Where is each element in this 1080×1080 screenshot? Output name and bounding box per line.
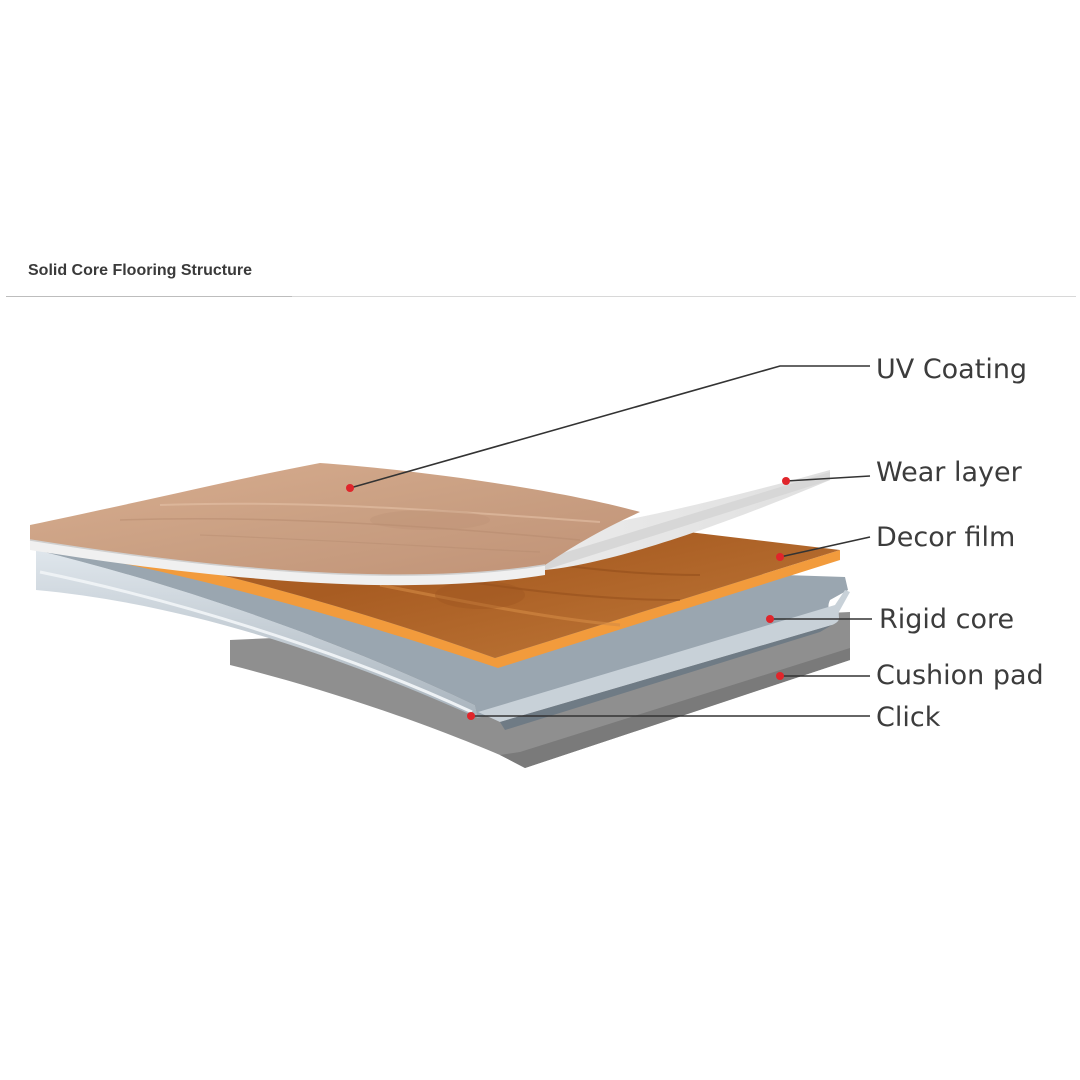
marker-dots [346, 477, 790, 720]
uv-coating-layer [29, 463, 640, 586]
marker-dot-click [467, 712, 475, 720]
marker-dot-cushion-pad [776, 672, 784, 680]
label-uv-coating: UV Coating [876, 354, 1027, 385]
title-divider-accent [6, 296, 292, 297]
marker-dot-uv-coating [346, 484, 354, 492]
marker-dot-rigid-core [766, 615, 774, 623]
leader-line-decor-film [779, 536, 871, 558]
leader-lines [349, 365, 872, 717]
title-divider [6, 296, 1076, 297]
label-decor-film: Decor film [876, 522, 1015, 553]
label-cushion-pad: Cushion pad [876, 660, 1044, 691]
label-click: Click [876, 702, 941, 733]
label-wear-layer: Wear layer [876, 457, 1023, 488]
marker-dot-wear-layer [782, 477, 790, 485]
leader-line-wear-layer [785, 475, 871, 482]
marker-dot-decor-film [776, 553, 784, 561]
leader-line-uv-coating [349, 365, 870, 489]
label-rigid-core: Rigid core [879, 604, 1014, 635]
page-title: Solid Core Flooring Structure [28, 262, 253, 279]
